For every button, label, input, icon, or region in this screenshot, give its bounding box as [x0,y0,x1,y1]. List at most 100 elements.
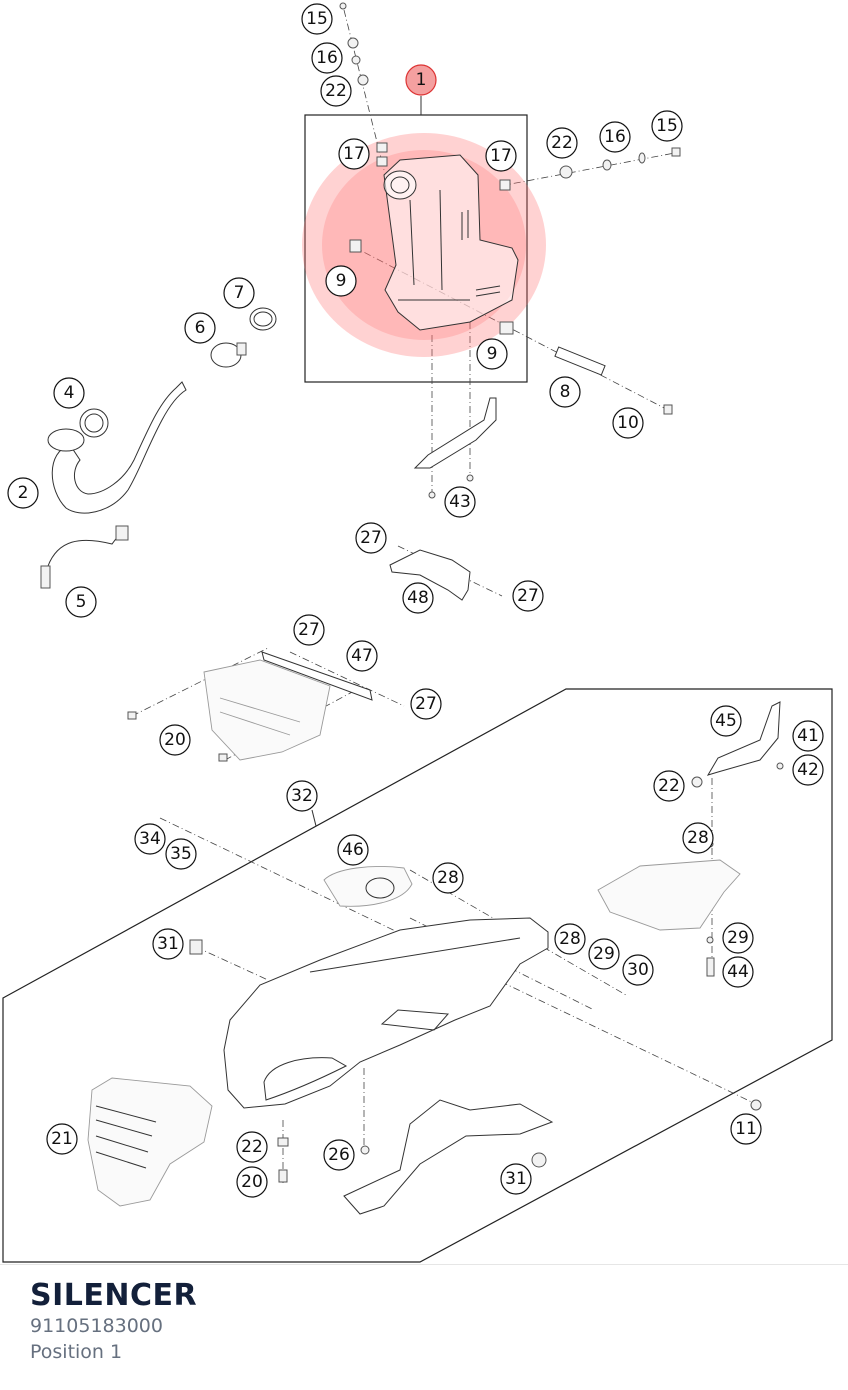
callout-46[interactable]: 46 [337,834,369,866]
callout-number: 9 [336,271,347,291]
callout-1[interactable]: 1 [405,64,437,96]
callout-number: 10 [617,413,639,433]
callout-43[interactable]: 43 [444,486,476,518]
callout-8[interactable]: 8 [549,376,581,408]
callout-16[interactable]: 16 [311,42,343,74]
callout-10[interactable]: 10 [612,407,644,439]
callout-45[interactable]: 45 [710,705,742,737]
callout-22[interactable]: 22 [320,75,352,107]
callout-number: 27 [298,620,320,640]
callout-27[interactable]: 27 [355,522,387,554]
callout-number: 22 [241,1137,263,1157]
callout-29[interactable]: 29 [722,922,754,954]
callout-number: 8 [560,382,571,402]
callout-17[interactable]: 17 [485,140,517,172]
callout-22[interactable]: 22 [236,1131,268,1163]
callout-4[interactable]: 4 [53,377,85,409]
callout-44[interactable]: 44 [722,956,754,988]
callout-number: 2 [18,483,29,503]
callout-9[interactable]: 9 [325,265,357,297]
callout-number: 28 [437,868,459,888]
part-title: SILENCER [30,1278,198,1313]
callout-41[interactable]: 41 [792,720,824,752]
callout-21[interactable]: 21 [46,1123,78,1155]
callout-number: 4 [64,383,75,403]
part-position: Position 1 [30,1341,123,1363]
callout-number: 46 [342,840,364,860]
callout-34[interactable]: 34 [134,823,166,855]
callout-27[interactable]: 27 [512,580,544,612]
callout-27[interactable]: 27 [293,614,325,646]
callout-number: 45 [715,711,737,731]
callout-28[interactable]: 28 [682,822,714,854]
callout-number: 9 [487,344,498,364]
callout-number: 21 [51,1129,73,1149]
callout-number: 11 [735,1119,757,1139]
callout-number: 1 [416,70,427,90]
callout-number: 20 [164,730,186,750]
callout-number: 47 [351,646,373,666]
callout-number: 22 [325,81,347,101]
lower-cover-group-frame [2,688,833,1263]
callout-31[interactable]: 31 [152,928,184,960]
callout-number: 35 [170,844,192,864]
callout-number: 34 [139,829,161,849]
callout-number: 28 [559,929,581,949]
callout-20[interactable]: 20 [236,1166,268,1198]
callout-11[interactable]: 11 [730,1113,762,1145]
callout-20[interactable]: 20 [159,724,191,756]
callout-22[interactable]: 22 [653,770,685,802]
callout-number: 43 [449,492,471,512]
side-panel [87,1077,213,1207]
callout-7[interactable]: 7 [223,277,255,309]
callout-number: 44 [727,962,749,982]
callout-number: 32 [291,786,313,806]
silencer-assembly-frame [304,114,528,383]
callout-number: 15 [306,9,328,29]
callout-number: 17 [343,144,365,164]
callout-30[interactable]: 30 [622,954,654,986]
callout-number: 20 [241,1172,263,1192]
callout-29[interactable]: 29 [588,938,620,970]
callout-number: 15 [656,116,678,136]
callout-35[interactable]: 35 [165,838,197,870]
callout-15[interactable]: 15 [301,3,333,35]
callout-6[interactable]: 6 [184,312,216,344]
callout-17[interactable]: 17 [338,138,370,170]
callout-31[interactable]: 31 [500,1163,532,1195]
callout-32[interactable]: 32 [286,780,318,812]
callout-5[interactable]: 5 [65,586,97,618]
callout-number: 5 [76,592,87,612]
callout-42[interactable]: 42 [792,754,824,786]
callout-number: 27 [360,528,382,548]
callout-number: 29 [727,928,749,948]
callout-16[interactable]: 16 [599,121,631,153]
callout-number: 42 [797,760,819,780]
callout-27[interactable]: 27 [410,688,442,720]
callout-9[interactable]: 9 [476,338,508,370]
callout-number: 29 [593,944,615,964]
callout-28[interactable]: 28 [432,862,464,894]
silencer-body [383,154,519,331]
callout-number: 7 [234,283,245,303]
callout-number: 27 [415,694,437,714]
callout-number: 26 [328,1145,350,1165]
callout-26[interactable]: 26 [323,1139,355,1171]
callout-28[interactable]: 28 [554,923,586,955]
callout-number: 16 [316,48,338,68]
callout-number: 31 [505,1169,527,1189]
callout-48[interactable]: 48 [402,582,434,614]
callout-2[interactable]: 2 [7,477,39,509]
small-hardware [339,2,681,335]
callout-22[interactable]: 22 [546,127,578,159]
callout-number: 16 [604,127,626,147]
callout-number: 6 [195,318,206,338]
header-pipe [51,381,187,514]
callout-number: 31 [157,934,179,954]
callout-15[interactable]: 15 [651,110,683,142]
callout-number: 17 [490,146,512,166]
callout-number: 22 [551,133,573,153]
callout-47[interactable]: 47 [346,640,378,672]
divider [0,1264,848,1265]
callout-number: 41 [797,726,819,746]
